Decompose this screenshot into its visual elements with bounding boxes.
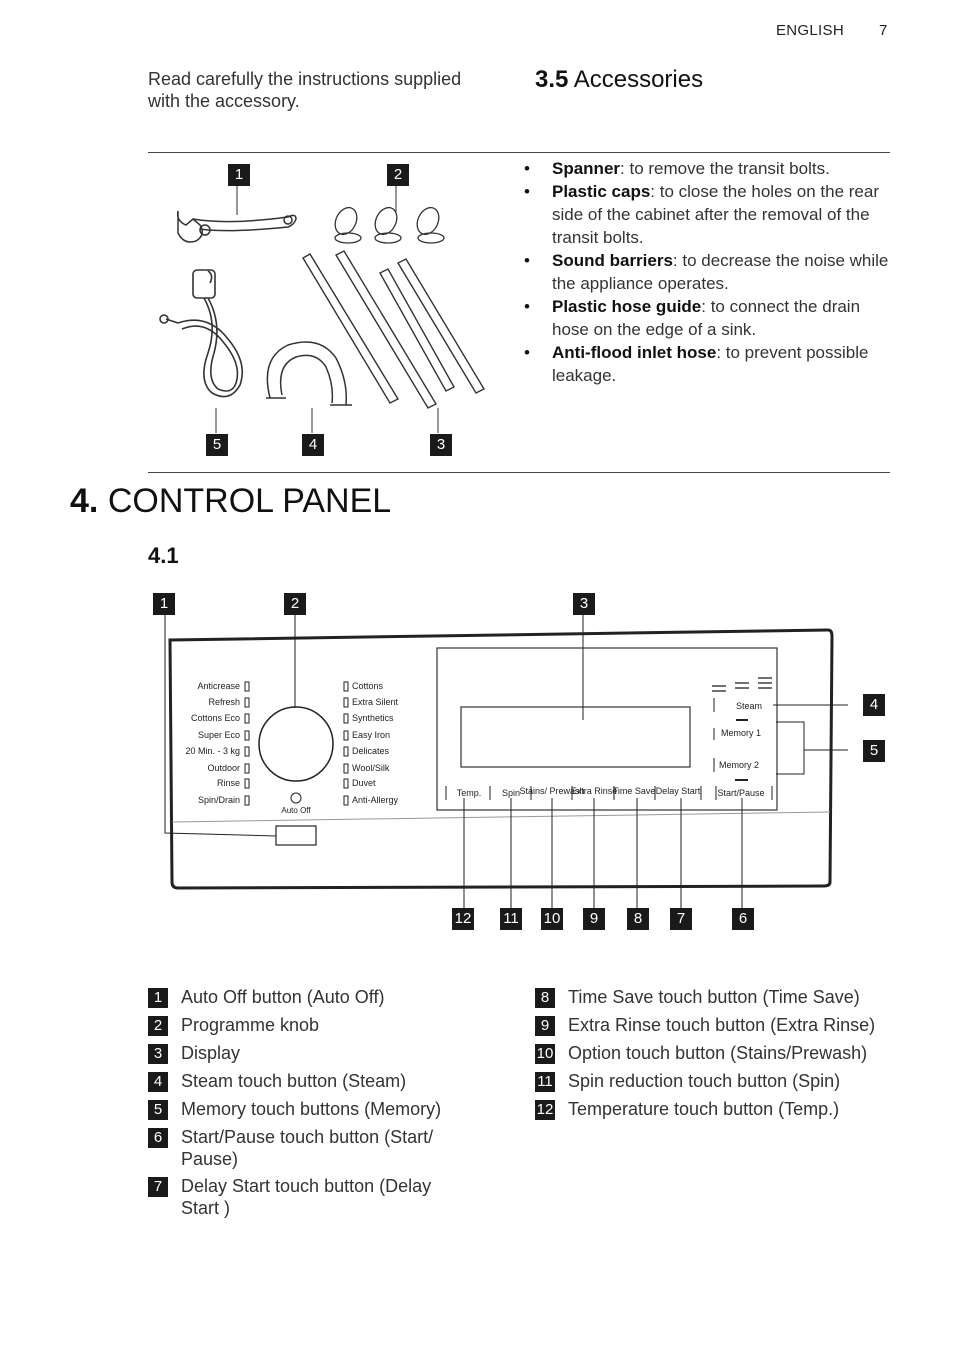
accessory-callout-5: 5 [206,434,228,456]
auto-off-button [275,825,317,846]
programme-label: Wool/Silk [352,763,390,773]
programme-label: Delicates [352,746,390,756]
panel-callout-8: 8 [627,908,649,930]
touch-buttons: Temp. Spin Stains/ Prewash Extra Rinse T… [457,786,765,798]
panel-seam [171,811,831,823]
chapter-title: CONTROL PANEL [107,482,392,520]
panel-callout-5: 5 [863,740,885,762]
auto-off-label: Auto Off [281,806,311,815]
panel-callout-10: 10 [541,908,563,930]
programme-label: Easy Iron [352,730,390,740]
temp-button-label: Temp. [457,788,482,798]
programme-label: Synthetics [352,713,394,723]
programme-label: Cottons Eco [191,713,240,723]
section-number: 3.5 [535,66,569,93]
power-icon [290,792,302,804]
panel-callout-3: 3 [573,593,595,615]
divider-bottom [148,472,890,473]
panel-callout-7: 7 [670,908,692,930]
accessory-callout-3: 3 [430,434,452,456]
spin-button-label: Spin [502,788,520,798]
programme-label: Super Eco [198,730,240,740]
panel-callout-11: 11 [500,908,522,930]
header-language: ENGLISH [776,22,844,39]
steam-label: Steam [736,701,762,711]
list-item: Plastic hose guide: to connect the drain… [524,295,889,341]
panel-callout-1: 1 [153,593,175,615]
plastic-caps-icon [334,206,445,244]
panel-callout-9: 9 [583,908,605,930]
programme-label: Cottons [352,681,384,691]
accessory-callout-2: 2 [387,164,409,186]
extra-rinse-button-label: Extra Rinse [571,786,618,796]
left-programmes: Anticrease Refresh Cottons Eco Super Eco… [185,681,240,805]
accessory-callout-1: 1 [228,164,250,186]
subsection-number: 4.1 [148,543,179,568]
panel-frame [168,628,834,890]
start-pause-button-label: Start/Pause [717,788,764,798]
list-item: Plastic caps: to close the holes on the … [524,180,889,249]
memory-label-2: Memory 2 [719,760,759,770]
programme-label: Duvet [352,778,376,788]
programme-label: Refresh [208,697,240,707]
memory-label-1: Memory 1 [721,728,761,738]
right-programmes: Cottons Extra Silent Synthetics Easy Iro… [352,681,399,805]
display-screen [460,706,691,768]
time-save-button-label: Time Save [613,786,656,796]
programme-label: Outdoor [207,763,240,773]
programme-label: Rinse [217,778,240,788]
section-title: Accessories [573,66,704,93]
chapter-heading: 4. CONTROL PANEL [70,482,391,521]
panel-callout-2: 2 [284,593,306,615]
intro-text: Read carefully the instructions supplied… [148,69,462,111]
section-heading: 3.5 Accessories [535,66,703,94]
chapter-number: 4. [70,482,99,520]
accessory-callout-4: 4 [302,434,324,456]
programme-label: Anticrease [197,681,240,691]
button-separators [445,786,773,800]
programme-knob [258,706,334,782]
display-frame [436,647,778,811]
programme-label: Anti-Allergy [352,795,399,805]
leader-lines [164,614,848,908]
steam-level-icon [712,677,772,692]
page-number: 7 [879,22,888,39]
panel-callout-4: 4 [863,694,885,716]
list-item: Spanner: to remove the transit bolts. [524,157,889,180]
divider-top [148,152,890,153]
accessories-illustration [159,186,485,433]
panel-callout-12: 12 [452,908,474,930]
prewash-button-label: Stains/ Prewash [519,786,584,796]
sound-barriers-icon [302,250,485,409]
control-panel-illustration: Anticrease Refresh Cottons Eco Super Eco… [164,614,848,908]
hose-guide-icon [266,341,352,406]
list-item: Sound barriers: to decrease the noise wh… [524,249,889,295]
panel-callout-6: 6 [732,908,754,930]
list-item: Anti-flood inlet hose: to prevent possib… [524,341,889,387]
programme-label: 20 Min. - 3 kg [185,746,240,756]
inlet-hose-icon [159,269,244,398]
programme-label: Spin/Drain [198,795,240,805]
left-leds [244,681,250,806]
spanner-icon [176,210,297,243]
right-leds [343,681,349,806]
delay-start-button-label: Delay Start [656,786,701,796]
programme-label: Extra Silent [352,697,399,707]
accessories-list: Spanner: to remove the transit bolts. Pl… [524,157,889,387]
